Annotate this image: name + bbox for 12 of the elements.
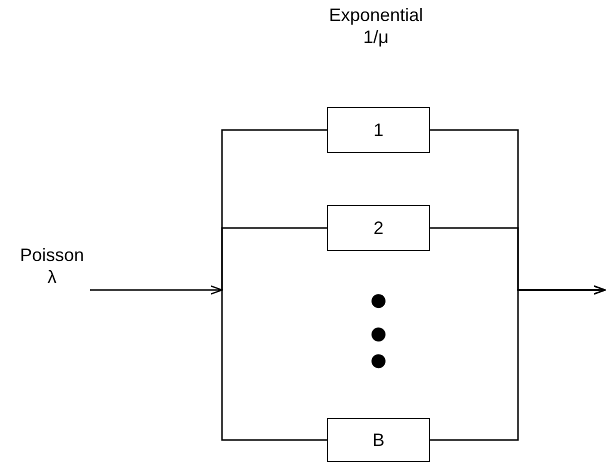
server-box [327,418,430,462]
node-text: 2 [373,218,384,238]
server-box [327,107,430,153]
service-label: Exponential 1/μ [328,4,424,48]
connector-line [221,290,327,441]
arrival-label: Poisson λ [14,244,90,288]
node-text: 1 [373,120,384,140]
connector-line [221,227,327,290]
node-text: B [372,430,384,450]
arrow [90,285,223,295]
server-box [327,205,430,251]
arrow [430,285,606,441]
